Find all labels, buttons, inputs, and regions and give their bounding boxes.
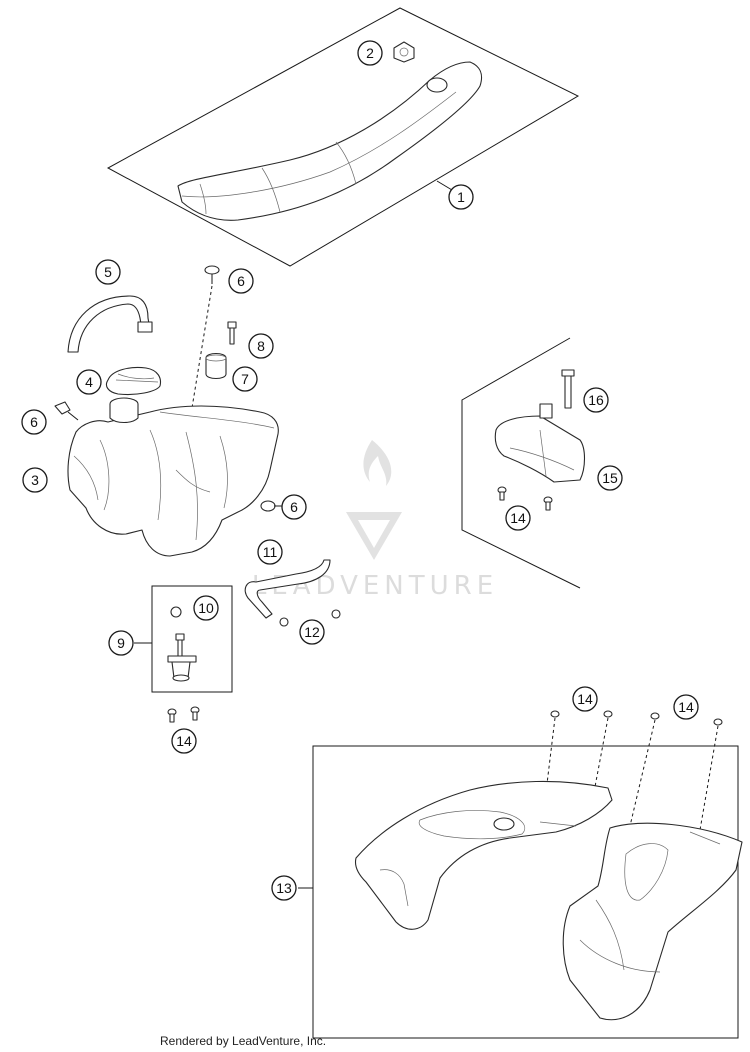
fuel-cap-part [105,366,162,396]
bracket-part-15 [494,403,586,483]
svg-text:5: 5 [104,264,112,280]
svg-text:13: 13 [276,880,292,896]
svg-text:3: 3 [31,472,39,488]
svg-text:15: 15 [602,470,618,486]
screws-part-14-panels [545,710,723,831]
callout-3[interactable]: 3 [22,467,48,493]
svg-text:9: 9 [117,635,125,651]
seat-screw-part [393,41,415,63]
callout-6-top[interactable]: 6 [228,268,254,294]
callout-14-panels-right[interactable]: 14 [673,694,699,720]
svg-text:2: 2 [366,45,374,61]
seat-group-frame [106,7,580,267]
callout-12[interactable]: 12 [299,619,325,645]
svg-text:14: 14 [176,733,192,749]
side-panel-group-frame [312,745,739,1039]
svg-text:12: 12 [304,624,320,640]
callout-4[interactable]: 4 [76,369,102,395]
callout-14-panels-left[interactable]: 14 [572,686,598,712]
screw-part-top [204,265,220,284]
screw-part-right [260,500,284,512]
bracket-group-frame [461,337,581,589]
hose-clamp-part-a [279,617,289,627]
right-side-panel-part [562,822,743,1021]
callout-11[interactable]: 11 [257,539,283,565]
bushing-part-7 [205,352,227,380]
svg-text:11: 11 [263,544,278,560]
hose-clamp-part-b [331,609,341,619]
callout-7[interactable]: 7 [232,366,258,392]
svg-text:16: 16 [588,392,604,408]
screws-part-14-lower [167,706,200,723]
svg-text:6: 6 [290,499,298,515]
fuel-tap-group-frame [151,585,233,693]
callout-14-right[interactable]: 14 [505,505,531,531]
svg-text:10: 10 [198,600,214,616]
callout-6-left[interactable]: 6 [21,409,47,435]
callout-1[interactable]: 1 [448,184,474,210]
callout-15[interactable]: 15 [597,465,623,491]
svg-text:4: 4 [85,374,93,390]
callout-5[interactable]: 5 [95,259,121,285]
callout-16[interactable]: 16 [583,387,609,413]
svg-text:14: 14 [678,699,694,715]
callout-6-right[interactable]: 6 [281,494,307,520]
footer-credit: Rendered by LeadVenture, Inc. [160,1034,327,1048]
fuel-tank-part [67,397,279,557]
svg-text:6: 6 [237,273,245,289]
watermark-flame-icon [363,440,392,486]
watermark-v-icon [346,512,402,560]
svg-text:8: 8 [257,338,265,354]
svg-text:14: 14 [510,510,526,526]
svg-text:14: 14 [577,691,593,707]
o-ring-part-10 [170,606,182,618]
left-side-panel-part [354,780,613,930]
callout-14-lower[interactable]: 14 [171,728,197,754]
callout-10[interactable]: 10 [193,595,219,621]
screw-part-left [54,401,79,421]
callout-9[interactable]: 9 [108,630,134,656]
fuel-tap-part [167,633,197,682]
svg-text:7: 7 [241,371,249,387]
bolt-part-16 [561,369,575,409]
vent-hose-part [67,295,153,353]
callout-8[interactable]: 8 [248,333,274,359]
callout-2[interactable]: 2 [357,40,383,66]
seat-part [177,61,483,221]
svg-text:6: 6 [30,414,38,430]
callout-13[interactable]: 13 [271,875,297,901]
bolt-part-8 [227,321,237,345]
svg-text:1: 1 [457,189,465,205]
fuel-hose-part [244,559,331,619]
screws-part-14-right [497,486,553,511]
